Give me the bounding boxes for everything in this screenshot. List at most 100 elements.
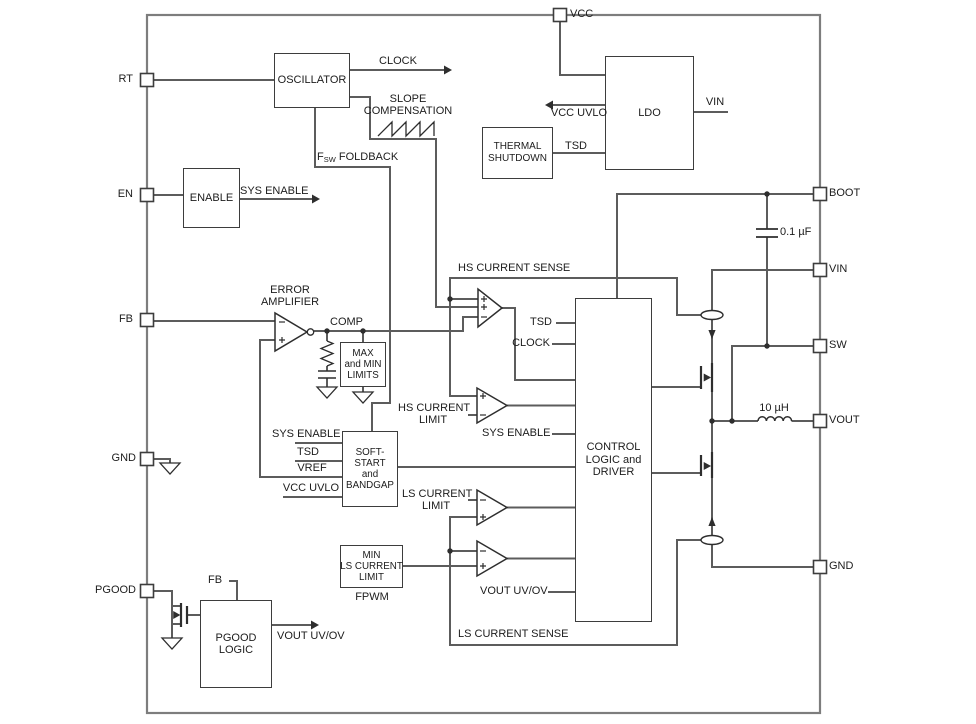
- wire-pwm-out: [502, 307, 575, 381]
- hs-current-sense-label: HS CURRENT SENSE: [458, 262, 571, 274]
- component-symbols: [158, 65, 793, 650]
- block-max-min-limits: MAX and MIN LIMITS: [340, 342, 386, 387]
- block-pgood-logic: PGOOD LOGIC: [200, 600, 272, 688]
- pin-vcc-square: [552, 7, 568, 23]
- pin-sw-square: [812, 338, 828, 354]
- boot-cap-value: 0.1 µF: [780, 226, 812, 238]
- clock-label: CLOCK: [379, 55, 417, 67]
- clock-arrowhead: [444, 65, 452, 75]
- wire-comp: [314, 316, 478, 332]
- softstart-label-2: START: [354, 458, 386, 469]
- ss-vcc-uvlo-label: VCC UVLO: [282, 482, 340, 494]
- vcc-uvlo-arrowhead: [545, 100, 553, 110]
- device-outline: [145, 13, 822, 715]
- error-amp-label-2: AMPLIFIER: [260, 295, 320, 308]
- ground-symbol-maxmin: [351, 391, 375, 404]
- wire-pgood: [153, 590, 173, 638]
- pin-en-square: [139, 187, 155, 203]
- sys-enable-ctrl-label: SYS ENABLE: [482, 427, 551, 439]
- wire-pgood-fb: [229, 580, 238, 600]
- wire-fsw-foldback: [314, 108, 391, 431]
- pin-squares: [139, 7, 828, 599]
- minls-label-3: LIMIT: [358, 572, 385, 583]
- ls-current-arrow: [708, 517, 716, 526]
- compensation-resistor: [319, 340, 335, 367]
- pin-label-vout: VOUT: [829, 414, 860, 426]
- pin-vout-square: [812, 413, 828, 429]
- block-min-ls-current-limit: MIN LS CURRENT LIMIT: [340, 545, 403, 588]
- wire-vin: [711, 269, 813, 311]
- slope-compensation-label: SLOPE COMPENSATION: [362, 93, 454, 117]
- ls-current-sense-label: LS CURRENT SENSE: [458, 628, 569, 640]
- pin-boot-square: [812, 186, 828, 202]
- boot-capacitor: [756, 228, 778, 238]
- pgood-logic-label-1: PGOOD: [215, 631, 257, 644]
- maxmin-label-3: LIMITS: [347, 370, 379, 381]
- hs-current-arrow: [708, 330, 716, 339]
- block-ldo: LDO: [605, 56, 694, 170]
- wire-hs-current-sense: [449, 277, 702, 397]
- minls-label-1: MIN: [362, 550, 381, 561]
- error-amp-label-1: ERROR: [270, 284, 310, 296]
- ls-current-limit-comparator: [476, 488, 509, 527]
- block-control-logic: CONTROL LOGIC and DRIVER: [575, 298, 652, 622]
- ground-symbol-gnd-pin: [158, 462, 182, 475]
- pin-label-vcc: VCC: [570, 8, 594, 20]
- clock-ctrl-label: CLOCK: [512, 337, 550, 349]
- pin-label-fb: FB: [118, 313, 133, 325]
- wire-sw: [731, 345, 813, 421]
- ls-limit-label-2: LIMIT: [421, 499, 451, 512]
- tsd-ldo-label: TSD: [565, 140, 587, 152]
- ss-tsd-label: TSD: [297, 446, 319, 458]
- error-amplifier-symbol: [274, 311, 315, 353]
- thermal-label-2: SHUTDOWN: [488, 153, 547, 164]
- sys-enable-arrowhead: [312, 194, 320, 204]
- pin-label-en: EN: [117, 188, 133, 200]
- hs-current-limit-comparator: [476, 386, 509, 425]
- pgood-fb-label: FB: [208, 574, 223, 586]
- ls-current-limit-label: LS CURRENT LIMIT: [402, 488, 472, 512]
- slope-label-2: COMPENSATION: [363, 104, 453, 117]
- ldo-vin-label: VIN: [705, 96, 725, 108]
- tsd-ctrl-label: TSD: [530, 316, 552, 328]
- wire-boot: [616, 193, 813, 298]
- block-oscillator: OSCILLATOR: [274, 53, 350, 108]
- hs-current-sense-ellipse: [700, 309, 724, 321]
- pin-pgood-square: [139, 583, 155, 599]
- ls-mosfet: [699, 452, 714, 478]
- wire-pgood-fet-stubs: [172, 605, 181, 625]
- junction-dots: [324, 191, 770, 554]
- wire-ls-current-sense: [449, 516, 702, 646]
- enable-label: ENABLE: [189, 191, 234, 204]
- error-amplifier-label: ERROR AMPLIFIER: [252, 284, 328, 308]
- wire-vcc: [559, 21, 605, 76]
- wire-slope-comp: [350, 96, 478, 308]
- wire-power-column: [711, 319, 813, 568]
- compensation-capacitor: [318, 370, 336, 379]
- control-label-1: CONTROL: [586, 441, 641, 454]
- pin-rt-square: [139, 72, 155, 88]
- comp-label: COMP: [330, 316, 363, 328]
- slope-label-1: SLOPE: [389, 93, 427, 105]
- hs-limit-label-1: HS CURRENT: [398, 402, 471, 414]
- pin-gnd-right-square: [812, 559, 828, 575]
- inductor-value: 10 µH: [759, 402, 789, 414]
- signal-wires: [153, 21, 813, 646]
- pgood-logic-label-2: LOGIC: [218, 644, 254, 656]
- vout-uvov-arrowhead: [311, 620, 319, 630]
- block-soft-start-bandgap: SOFT- START and BANDGAP: [342, 431, 398, 507]
- softstart-label-3: and: [361, 469, 379, 480]
- pin-label-boot: BOOT: [829, 187, 861, 199]
- maxmin-label-2: and MIN: [344, 359, 382, 370]
- pin-gnd-left-square: [139, 451, 155, 467]
- ground-symbol-pgood: [160, 637, 184, 650]
- pin-label-pgood: PGOOD: [95, 584, 136, 596]
- hs-current-limit-label: HS CURRENT LIMIT: [398, 402, 471, 426]
- ground-symbol-comp: [315, 386, 339, 399]
- output-inductor: [757, 416, 793, 422]
- block-thermal-shutdown: THERMAL SHUTDOWN: [482, 127, 553, 179]
- pin-label-sw: SW: [829, 339, 847, 351]
- vcc-uvlo-label: VCC UVLO: [550, 107, 608, 119]
- pgood-out-label: VOUT UV/OV: [277, 630, 345, 642]
